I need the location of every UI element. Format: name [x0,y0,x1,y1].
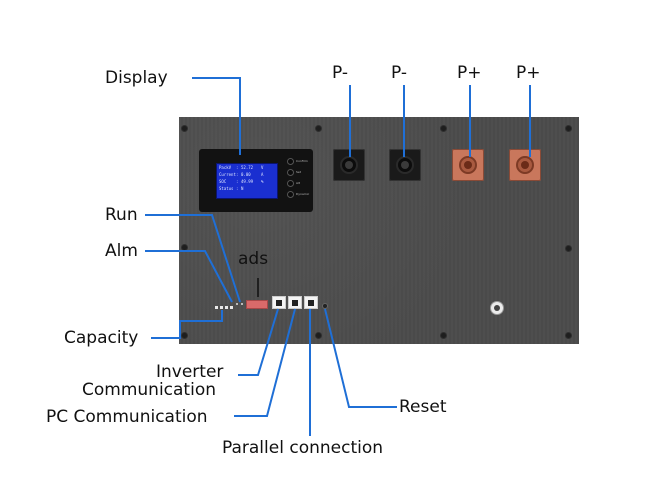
lcd-value: 49.99 [241,179,254,184]
capacity-led [215,306,218,309]
screw [566,246,571,251]
pc-port[interactable] [288,296,302,309]
reset-label: Reset [399,397,447,417]
screw [316,333,321,338]
screw [566,126,571,131]
pc-communication-label: PC Communication [46,407,208,427]
screw [441,126,446,131]
run-label: Run [105,205,138,225]
lcd-key: Status [219,186,234,191]
vent-valve [491,302,503,314]
reset-button[interactable] [322,303,328,309]
capacity-label: Capacity [64,328,139,348]
ads-label: ads [238,249,269,269]
terminal-label-p-pos-2: P+ [516,63,541,83]
lcd-key: SOC [219,179,227,184]
screw [182,245,187,250]
dynamic-button[interactable] [287,191,294,198]
lcd-row: PackV: 52.72 V [219,165,264,170]
lcd-row: SOC: 49.99 % [219,179,264,184]
screw [316,126,321,131]
confirm-label: Confirm [296,159,308,163]
screw [566,333,571,338]
lcd-unit: V [261,165,264,170]
set-button[interactable] [287,169,294,176]
lcd-key: PackV [219,165,232,170]
dynamic-label: Dynamic [296,192,310,196]
alm-led [236,303,238,305]
capacity-led [225,306,228,309]
positive-terminal [452,149,484,181]
terminal-label-p-neg-1: P- [332,63,349,83]
alm-label: Alm [105,241,138,261]
positive-terminal [509,149,541,181]
screw [441,333,446,338]
run-led [241,303,243,305]
screw [182,333,187,338]
inverter-label-line2: Communication [82,380,216,400]
inverter-port[interactable] [272,296,286,309]
lcd-value: N [241,186,244,191]
display-label: Display [105,68,168,88]
inverter-label-line1: Inverter [156,362,224,382]
negative-terminal [389,149,421,181]
lcd-row: Status: N [217,185,277,192]
terminal-label-p-neg-2: P- [391,63,408,83]
parallel-connection-label: Parallel connection [222,438,384,458]
alt-label: Alt [296,181,301,185]
terminal-label-p-pos-1: P+ [457,63,482,83]
capacity-led [230,306,233,309]
lcd-key: Current [219,172,236,177]
lcd-screen: PackV: 52.72 V Current: 0.00 A SOC: 49.9… [216,163,278,199]
screw [182,126,187,131]
lcd-row: Current: 0.00 A [219,172,264,177]
set-label: Set [296,170,301,174]
lcd-value: 0.00 [241,172,251,177]
address-dip-switch[interactable] [246,300,268,309]
lcd-unit: % [261,179,264,184]
capacity-led [220,306,223,309]
confirm-button[interactable] [287,158,294,165]
negative-terminal [333,149,365,181]
lcd-value: 52.72 [241,165,254,170]
parallel-port[interactable] [304,296,318,309]
alt-button[interactable] [287,180,294,187]
lcd-unit: A [261,172,264,177]
